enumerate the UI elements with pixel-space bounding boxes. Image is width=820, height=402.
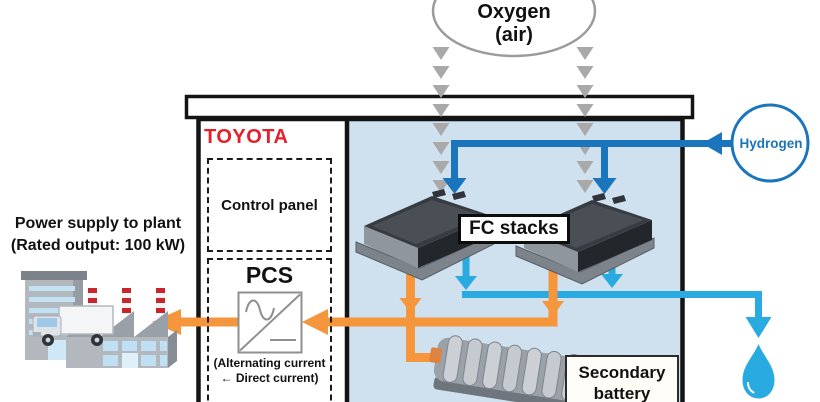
oxygen-label-line1: Oxygen	[477, 1, 551, 23]
secondary-battery-line2: battery	[593, 384, 651, 402]
pcs-note-line1: (Alternating current	[213, 356, 326, 370]
control-panel-box: Control panel	[207, 158, 332, 252]
hydrogen-supply-line	[442, 132, 734, 194]
oxygen-air-label: Oxygen (air)	[424, 1, 604, 47]
fc-stacks-label: FC stacks	[458, 214, 570, 244]
secondary-battery-line1: Secondary	[578, 363, 666, 382]
control-panel-label: Control panel	[221, 196, 318, 214]
power-supply-label: Power supply to plant (Rated output: 100…	[2, 213, 194, 257]
hydrogen-label: Hydrogen	[739, 136, 803, 151]
pcs-note: (Alternating current ← Direct current)	[209, 356, 330, 386]
hydrogen-inlet-arrow	[702, 132, 722, 155]
oxygen-oval	[431, 0, 597, 58]
pcs-inverter-symbol	[237, 291, 303, 354]
water-droplet-icon	[742, 344, 775, 399]
factory-windows	[103, 341, 167, 366]
pcs-box: PCS (Alternating current ← Direct curren…	[207, 258, 332, 402]
toyota-logo: TOYOTA	[204, 126, 289, 148]
power-supply-line1: Power supply to plant	[14, 215, 182, 232]
power-to-pcs-arrow	[302, 309, 328, 335]
pcs-title: PCS	[245, 262, 294, 288]
pcs-note-line2: ← Direct current)	[220, 371, 319, 385]
water-outlet-arrow	[745, 317, 772, 338]
truck-illustration	[32, 305, 114, 346]
hydrogen-source-circle	[730, 103, 810, 183]
power-supply-line2: (Rated output: 100 kW)	[10, 237, 186, 254]
oxygen-label-line2: (air)	[495, 24, 533, 46]
fc-stacks-label-text: FC stacks	[469, 218, 559, 239]
secondary-battery-label: Secondary battery	[565, 355, 679, 402]
